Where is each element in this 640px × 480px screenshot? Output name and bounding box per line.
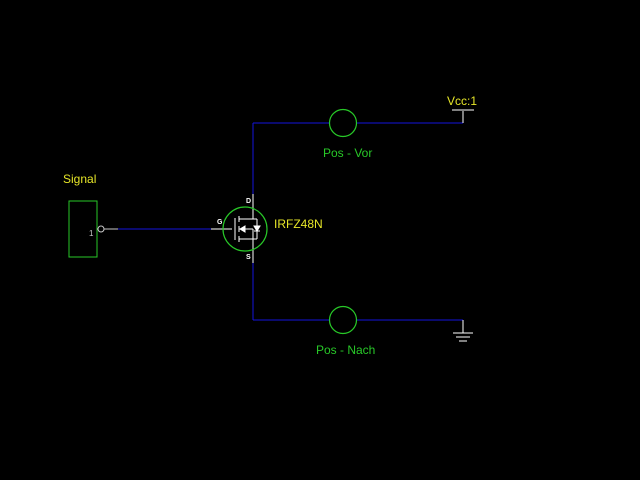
mosfet-label: IRFZ48N — [274, 217, 323, 231]
probe-bottom-label: Pos - Nach — [316, 343, 375, 357]
probe-pos-nach[interactable]: Pos - Nach — [316, 305, 375, 358]
signal-pin-terminal[interactable] — [97, 225, 105, 233]
mosfet-internal-symbol — [234, 210, 261, 248]
probe-pos-vor[interactable]: Pos - Vor — [323, 108, 372, 161]
signal-source[interactable]: 1 Signal — [63, 172, 118, 258]
wires — [118, 122, 463, 321]
voltage-probe-icon — [328, 108, 358, 138]
mosfet-gate-pin-label: G — [217, 219, 223, 226]
mosfet-source-pin-label: S — [246, 254, 251, 261]
mosfet-irfz48n[interactable]: G D S IRFZ48N — [211, 194, 323, 263]
mosfet-drain-pin-label: D — [246, 198, 251, 205]
n-channel-mosfet-icon — [222, 206, 268, 252]
vcc-label: Vcc:1 — [447, 94, 477, 108]
voltage-probe-icon — [328, 305, 358, 335]
vcc-terminal[interactable]: Vcc:1 — [447, 94, 477, 123]
probe-top-label: Pos - Vor — [323, 146, 372, 160]
ground-symbol[interactable] — [453, 320, 473, 342]
signal-label: Signal — [63, 172, 96, 186]
signal-pin-label: 1 — [89, 229, 94, 238]
